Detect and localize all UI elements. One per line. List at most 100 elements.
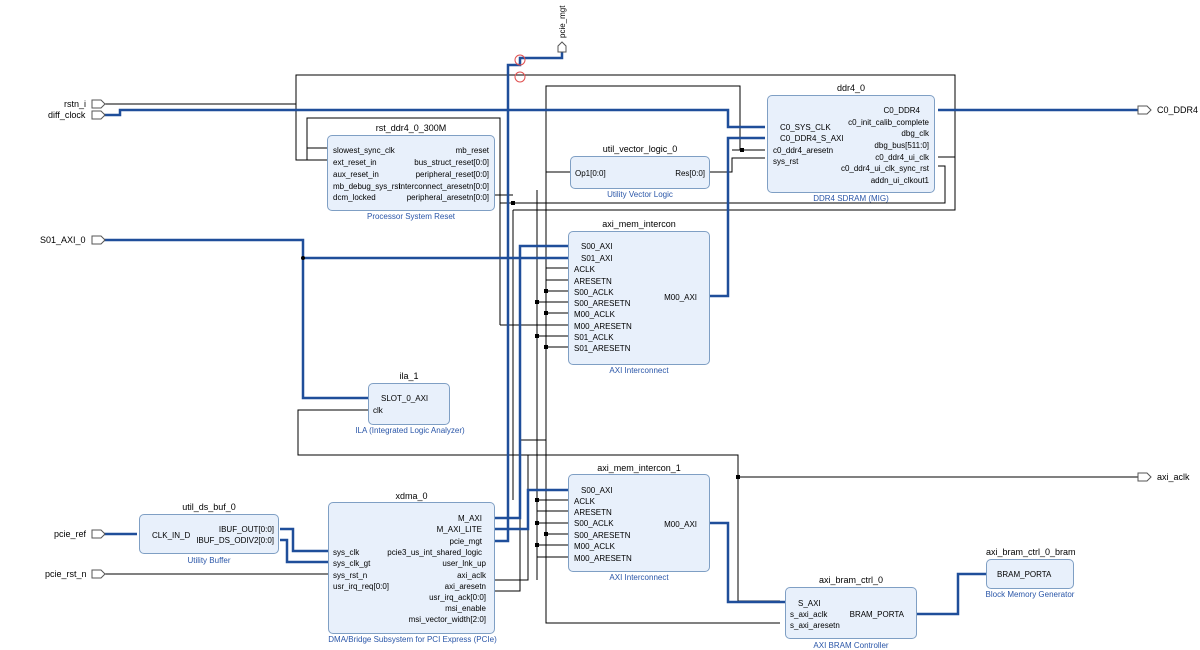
- bramc-in-s-axi-aresetn[interactable]: s_axi_aresetn: [790, 621, 840, 630]
- axi-bram-ctrl-block[interactable]: S_AXI s_axi_aclk s_axi_aresetn BRAM_PORT…: [785, 587, 917, 639]
- bramc-in-s-axi[interactable]: S_AXI: [798, 599, 821, 608]
- xdma-in-sys-clk[interactable]: sys_clk: [333, 548, 360, 557]
- diff-clock-port-icon[interactable]: [91, 110, 106, 120]
- wire-diff-clock[interactable]: [103, 108, 765, 129]
- ddr4-out-init-calib[interactable]: c0_init_calib_complete: [848, 118, 929, 127]
- ddr4-out-ui-clk-sync-rst[interactable]: c0_ddr4_ui_clk_sync_rst: [840, 164, 929, 173]
- ic0-in-s01-aclk[interactable]: S01_ACLK: [574, 333, 614, 342]
- xdma-out-usr-irq-ack[interactable]: usr_irq_ack[0:0]: [429, 593, 486, 602]
- xdma-out-axi-aresetn[interactable]: axi_aresetn: [444, 582, 486, 591]
- xdma-out-user-lnk-up[interactable]: user_lnk_up: [442, 559, 486, 568]
- uvl-out-res[interactable]: Res[0:0]: [675, 169, 705, 178]
- ddr4-in-s-axi[interactable]: C0_DDR4_S_AXI: [780, 134, 844, 143]
- ddr4-out-dbg-clk[interactable]: dbg_clk: [901, 129, 929, 138]
- pcie-mgt-label: pcie_mgt: [558, 5, 567, 38]
- uds-out-ibuf-out[interactable]: IBUF_OUT[0:0]: [218, 525, 274, 534]
- xdma-out-msi-enable[interactable]: msi_enable: [445, 604, 486, 613]
- util-ds-buf-block[interactable]: CLK_IN_D IBUF_OUT[0:0] IBUF_DS_ODIV2[0:0…: [139, 514, 279, 554]
- axi-mem-intercon-1-block[interactable]: S00_AXI ACLK ARESETN S00_ACLK S00_ARESET…: [568, 474, 710, 572]
- ila-block[interactable]: SLOT_0_AXI clk: [368, 383, 450, 425]
- ic0-block-subtitle: AXI Interconnect: [609, 366, 669, 375]
- uvl-block-title: util_vector_logic_0: [602, 144, 678, 154]
- bramc-out-bram-porta[interactable]: BRAM_PORTA: [849, 610, 904, 619]
- xdma-out-m-axi[interactable]: M_AXI: [457, 514, 482, 523]
- xdma-in-sys-clk-gt[interactable]: sys_clk_gt: [333, 559, 371, 568]
- ila-in-slot-0-axi[interactable]: SLOT_0_AXI: [381, 394, 429, 403]
- ic0-in-s00-aclk[interactable]: S00_ACLK: [574, 288, 614, 297]
- ic0-in-aclk[interactable]: ACLK: [574, 265, 595, 274]
- ic1-in-s00-axi[interactable]: S00_AXI: [581, 486, 613, 495]
- s01-axi-0-port-icon[interactable]: [91, 235, 106, 245]
- ic0-in-s01-axi[interactable]: S01_AXI: [581, 254, 613, 263]
- rst-out-interconnect-aresetn[interactable]: interconnect_aresetn[0:0]: [398, 182, 489, 191]
- ic1-in-s00-aresetn[interactable]: S00_ARESETN: [574, 531, 631, 540]
- ila-block-title: ila_1: [399, 371, 419, 381]
- uds-out-ibuf-ds-odiv2[interactable]: IBUF_DS_ODIV2[0:0]: [196, 536, 274, 545]
- pcie-rst-n-port-icon[interactable]: [91, 569, 106, 579]
- ddr4-out-addn-ui-clkout1[interactable]: addn_ui_clkout1: [870, 176, 929, 185]
- rst-out-mb-reset[interactable]: mb_reset: [455, 146, 489, 155]
- xdma-out-m-axi-lite[interactable]: M_AXI_LITE: [436, 525, 482, 534]
- ic1-in-m00-aresetn[interactable]: M00_ARESETN: [574, 554, 632, 563]
- rst-in-aux-reset[interactable]: aux_reset_in: [333, 170, 379, 179]
- ddr4-in-sys-rst[interactable]: sys_rst: [773, 157, 799, 166]
- xdma-block[interactable]: sys_clk sys_clk_gt sys_rst_n usr_irq_req…: [328, 502, 495, 634]
- xdma-out-axi-aclk[interactable]: axi_aclk: [457, 571, 486, 580]
- uds-in-clk-in-d[interactable]: CLK_IN_D: [152, 531, 191, 540]
- bram-in-bram-porta[interactable]: BRAM_PORTA: [997, 570, 1052, 579]
- ic0-in-s00-axi[interactable]: S00_AXI: [581, 242, 613, 251]
- ic0-in-m00-aclk[interactable]: M00_ACLK: [574, 310, 615, 319]
- ddr4-block[interactable]: C0_SYS_CLK C0_DDR4_S_AXI c0_ddr4_aresetn…: [767, 95, 935, 193]
- xdma-block-title: xdma_0: [395, 491, 428, 501]
- pcie-ref-port-icon[interactable]: [91, 529, 106, 539]
- ic0-out-m00-axi[interactable]: M00_AXI: [664, 293, 697, 302]
- ic1-in-aclk[interactable]: ACLK: [574, 497, 595, 506]
- bramc-block-subtitle: AXI BRAM Controller: [813, 641, 889, 650]
- ic0-in-s01-aresetn[interactable]: S01_ARESETN: [574, 344, 631, 353]
- axi-aclk-port-icon[interactable]: [1137, 472, 1152, 482]
- ic0-in-aresetn[interactable]: ARESETN: [574, 277, 612, 286]
- ddr4-in-aresetn[interactable]: c0_ddr4_aresetn: [773, 146, 834, 155]
- rstn-i-port-icon[interactable]: [91, 99, 106, 109]
- rst-out-bus-struct[interactable]: bus_struct_reset[0:0]: [414, 158, 489, 167]
- ddr4-in-sys-clk[interactable]: C0_SYS_CLK: [780, 123, 831, 132]
- rstn-i-label: rstn_i: [64, 99, 87, 109]
- xdma-in-sys-rst-n[interactable]: sys_rst_n: [333, 571, 368, 580]
- ic0-in-s00-aresetn[interactable]: S00_ARESETN: [574, 299, 631, 308]
- rst-in-dcm-locked[interactable]: dcm_locked: [333, 193, 376, 202]
- diff-clock-label: diff_clock: [48, 110, 86, 120]
- rst-out-peripheral-reset[interactable]: peripheral_reset[0:0]: [415, 170, 489, 179]
- ila-in-clk[interactable]: clk: [373, 406, 383, 415]
- pcie-rst-n-label: pcie_rst_n: [45, 569, 87, 579]
- rst-in-ext-reset[interactable]: ext_reset_in: [333, 158, 377, 167]
- rst-in-mb-debug[interactable]: mb_debug_sys_rst: [333, 182, 401, 191]
- rst-block-title: rst_ddr4_0_300M: [375, 123, 447, 133]
- rst-out-peripheral-aresetn[interactable]: peripheral_aresetn[0:0]: [406, 193, 489, 202]
- rst-ddr4-block[interactable]: slowest_sync_clk ext_reset_in aux_reset_…: [327, 135, 495, 211]
- xdma-in-usr-irq-req[interactable]: usr_irq_req[0:0]: [333, 582, 390, 591]
- ddr4-out-dbg-bus[interactable]: dbg_bus[511:0]: [874, 141, 929, 150]
- c0-ddr4-port-icon[interactable]: [1137, 105, 1152, 115]
- uvl-in-op1[interactable]: Op1[0:0]: [575, 169, 606, 178]
- rst-block-subtitle: Processor System Reset: [366, 212, 456, 221]
- ic1-in-m00-aclk[interactable]: M00_ACLK: [574, 542, 615, 551]
- pcie-mgt-port-icon[interactable]: [557, 41, 567, 53]
- xdma-out-msi-vector-width[interactable]: msi_vector_width[2:0]: [408, 615, 486, 624]
- util-vector-logic-block[interactable]: Op1[0:0] Res[0:0]: [570, 156, 710, 189]
- ddr4-out-ui-clk[interactable]: c0_ddr4_ui_clk: [875, 153, 929, 162]
- xdma-out-pcie-mgt[interactable]: pcie_mgt: [449, 537, 482, 546]
- ic1-in-s00-aclk[interactable]: S00_ACLK: [574, 519, 614, 528]
- xdma-block-subtitle: DMA/Bridge Subsystem for PCI Express (PC…: [328, 635, 497, 644]
- xdma-out-shared-logic[interactable]: pcie3_us_int_shared_logic: [387, 548, 482, 557]
- ddr4-out-c0-ddr4[interactable]: C0_DDR4: [883, 106, 920, 115]
- block-memory-generator-block[interactable]: BRAM_PORTA: [986, 559, 1074, 589]
- ic1-in-aresetn[interactable]: ARESETN: [574, 508, 612, 517]
- bram-block-subtitle: Block Memory Generator: [985, 590, 1075, 599]
- ic1-out-m00-axi[interactable]: M00_AXI: [664, 520, 697, 529]
- bramc-in-s-axi-aclk[interactable]: s_axi_aclk: [790, 610, 828, 619]
- rst-in-slowest-sync-clk[interactable]: slowest_sync_clk: [333, 146, 395, 155]
- wire-rstn[interactable]: [103, 74, 956, 211]
- axi-mem-intercon-block[interactable]: S00_AXI S01_AXI ACLK ARESETN S00_ACLK S0…: [568, 231, 710, 365]
- ic0-in-m00-aresetn[interactable]: M00_ARESETN: [574, 322, 632, 331]
